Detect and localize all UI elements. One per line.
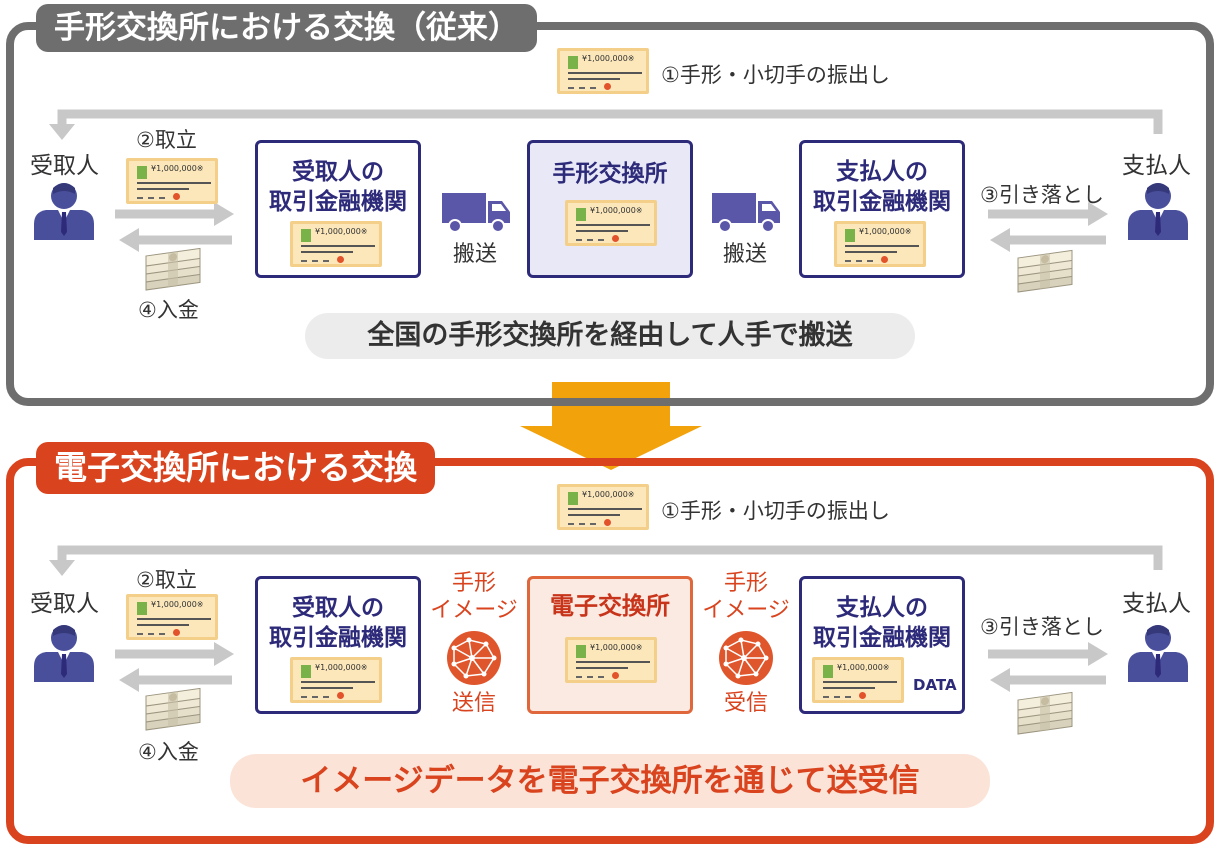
payer-label-top: 支払人 <box>1122 153 1191 179</box>
clearing-house-box: 手形交換所 ¥1,000,000※ <box>527 140 693 278</box>
receiver-bank-box-bottom: 受取人の 取引金融機関 ¥1,000,000※ <box>255 576 421 714</box>
check-icon: ¥1,000,000※ <box>290 221 382 267</box>
step-deposit-label-top: ④入金 <box>138 298 199 322</box>
image-receive-action: 受信 <box>723 691 768 716</box>
step-debit-label-bottom: ③引き落とし <box>980 615 1104 639</box>
step-issue-label-bottom: ①手形・小切手の振出し <box>661 499 890 523</box>
issue-flow-arrow-top <box>49 109 1163 140</box>
legacy-summary-banner: 全国の手形交換所を経由して人手で搬送 <box>305 313 915 359</box>
step-debit-label-top: ③引き落とし <box>980 183 1104 207</box>
step-collect-label-top: ②取立 <box>136 128 197 152</box>
check-icon: ¥1,000,000※ <box>126 158 218 204</box>
step-collect-label-bottom: ②取立 <box>136 568 197 592</box>
legacy-exchange-panel <box>6 22 1214 406</box>
check-icon: ¥1,000,000※ <box>834 221 926 267</box>
check-icon: ¥1,000,000※ <box>812 657 904 703</box>
payer-bank-box-bottom: 支払人の 取引金融機関 ¥1,000,000※ <box>799 576 965 714</box>
check-icon: ¥1,000,000※ <box>290 657 382 703</box>
debit-arrows-bottom-right <box>988 642 1108 692</box>
debit-arrows-top-right <box>988 202 1108 252</box>
collect-arrows-bottom-left <box>115 642 234 692</box>
image-send-label: 手形 イメージ <box>430 571 518 623</box>
receiver-label-top: 受取人 <box>30 153 99 179</box>
image-receive-label: 手形 イメージ <box>702 571 790 623</box>
transport-label-left: 搬送 <box>453 242 498 267</box>
check-icon: ¥1,000,000※ <box>557 48 649 94</box>
electronic-summary-banner: イメージデータを電子交換所を通じて送受信 <box>230 754 990 808</box>
image-send-action: 送信 <box>451 691 496 716</box>
payer-bank-box-top: 支払人の 取引金融機関 ¥1,000,000※ <box>799 140 965 278</box>
electronic-panel-title: 電子交換所における交換 <box>36 442 435 494</box>
collect-arrows-top-left <box>115 202 234 252</box>
check-icon: ¥1,000,000※ <box>126 594 218 640</box>
step-deposit-label-bottom: ④入金 <box>138 740 199 764</box>
issue-flow-arrow-bottom <box>49 545 1163 576</box>
receiver-bank-box-top: 受取人の 取引金融機関 ¥1,000,000※ <box>255 140 421 278</box>
legacy-panel-title: 手形交換所における交換（従来） <box>36 4 537 52</box>
transport-label-right: 搬送 <box>723 242 768 267</box>
electronic-exchange-panel <box>6 458 1214 844</box>
electronic-clearing-house-box: 電子交換所 ¥1,000,000※ <box>527 576 693 714</box>
check-icon: ¥1,000,000※ <box>557 484 649 530</box>
check-icon: ¥1,000,000※ <box>565 637 657 683</box>
check-icon: ¥1,000,000※ <box>565 200 657 246</box>
receiver-label-bottom: 受取人 <box>30 591 99 617</box>
step-issue-label-top: ①手形・小切手の振出し <box>661 63 890 87</box>
payer-label-bottom: 支払人 <box>1122 591 1191 617</box>
data-label: DATA <box>913 676 957 694</box>
